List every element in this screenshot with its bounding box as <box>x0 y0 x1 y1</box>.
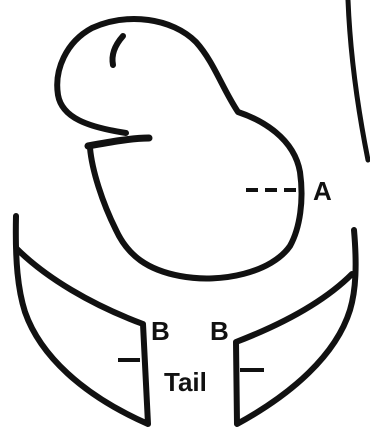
head-highlight-mark <box>112 36 123 65</box>
label-tail: Tail <box>164 367 207 397</box>
label-b-right: B <box>210 316 229 346</box>
head-fold-stroke <box>88 138 149 146</box>
head-blob-outline <box>57 19 301 278</box>
label-b-left: B <box>151 316 170 346</box>
label-a: A <box>313 176 332 206</box>
right-tail-piece-outline <box>236 230 356 424</box>
right-edge-curve <box>348 0 368 160</box>
